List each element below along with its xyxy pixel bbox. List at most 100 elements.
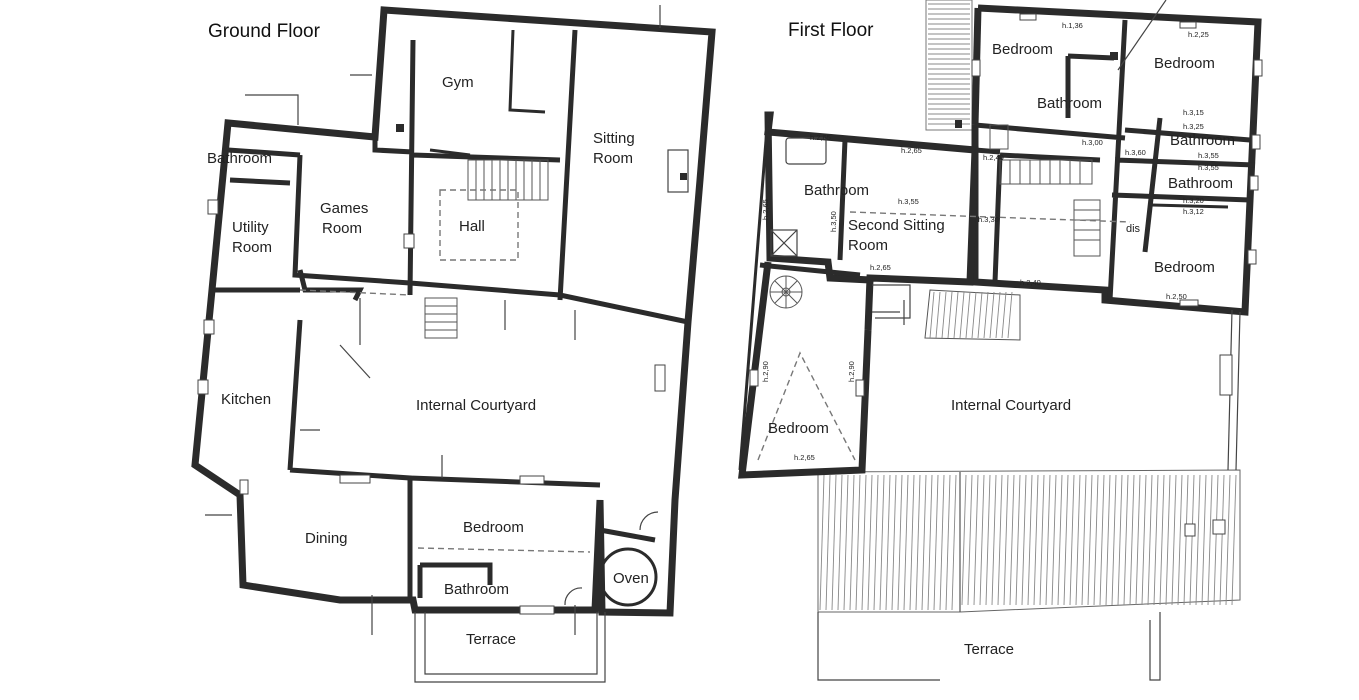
dis-label: dis xyxy=(1126,223,1141,235)
first-floor-plan: First Floor Bedroom Bathroom Bedroom Bat… xyxy=(738,0,1263,681)
second-sitting-room-label-2: Room xyxy=(848,237,888,254)
first-diagonal-mark xyxy=(1117,0,1167,71)
roof-tile-line xyxy=(1087,474,1093,606)
bathtub xyxy=(785,137,827,165)
roof-tile-line xyxy=(1177,474,1183,606)
roof-tile-line xyxy=(927,474,933,611)
ground-chimney xyxy=(396,124,404,132)
ground-inner-walls xyxy=(212,29,689,600)
oven-label: Oven xyxy=(613,570,649,587)
first-floor-title: First Floor xyxy=(788,20,874,41)
ground-windows xyxy=(197,199,666,615)
roof-tile-line xyxy=(1159,474,1165,606)
roof-tile-line xyxy=(1051,474,1057,606)
roof-tile-line xyxy=(1129,474,1135,606)
roof-tile-line xyxy=(873,474,879,611)
courtyard-staircase xyxy=(339,297,458,379)
stair-step xyxy=(971,291,977,339)
first-bedroom-block-wall xyxy=(738,261,872,479)
hall-wall-stub xyxy=(429,148,471,157)
height-note: h.2,50 xyxy=(1166,292,1187,301)
roof-tile-line xyxy=(897,474,903,611)
first-chimney xyxy=(955,120,962,128)
height-note: h.3,50 xyxy=(829,211,838,232)
ground-floor-plan: Ground Floor Gym Sitting Room Bathroom U… xyxy=(191,5,716,683)
roof-tile-line xyxy=(819,474,825,611)
height-note: h.3,60 xyxy=(1125,148,1146,157)
height-note: h.3,55 xyxy=(1198,151,1219,160)
top-external-stair xyxy=(925,0,973,131)
first-internal-staircase xyxy=(849,124,1131,257)
first-courtyard-label: Internal Courtyard xyxy=(951,397,1071,414)
roof-tile-line xyxy=(973,474,979,606)
ground-small-bathroom-label: Bathroom xyxy=(444,581,509,598)
height-note: h.2,25 xyxy=(1188,30,1209,39)
roof-tile-line xyxy=(951,474,957,611)
roof-tile-line xyxy=(855,474,861,611)
height-note: h.2,65 xyxy=(761,199,770,220)
shower-cross xyxy=(770,229,798,257)
first-flue xyxy=(1110,52,1118,60)
roof-tile-line xyxy=(979,474,985,606)
roof-tile-line xyxy=(1111,474,1117,606)
middle-external-stair xyxy=(924,289,1021,341)
roof-tile-line xyxy=(1195,474,1201,606)
oven-circle xyxy=(598,547,658,607)
second-sitting-room-label-1: Second Sitting xyxy=(848,217,945,234)
roof-tile-line xyxy=(1123,474,1129,606)
first-bedroom-3-label: Bedroom xyxy=(1154,259,1215,276)
height-note: h.2,40 xyxy=(1020,278,1041,287)
roof-tile-line xyxy=(903,474,909,611)
roof-tile-line xyxy=(1099,474,1105,606)
first-bedroom-1-label: Bedroom xyxy=(992,41,1053,58)
landing-arrows xyxy=(872,300,905,325)
small-bathroom-wall xyxy=(417,562,493,598)
roof-tile-line xyxy=(1207,474,1213,606)
first-bedroom-left-label: Bedroom xyxy=(768,420,829,437)
gym-inner-wall xyxy=(508,29,546,114)
height-note: h.2,65 xyxy=(870,263,891,272)
roof-tile-line xyxy=(1003,474,1009,606)
roof-tile-line xyxy=(891,474,897,611)
utility-room-label-2: Room xyxy=(232,239,272,256)
dining-label: Dining xyxy=(305,530,348,547)
first-bathroom1-wall xyxy=(1065,53,1115,118)
roof-tile-line xyxy=(1219,474,1225,606)
roof-tile-line xyxy=(991,474,997,606)
sitting-room-label-2: Room xyxy=(593,150,633,167)
first-windows xyxy=(749,13,1263,397)
roof-tile-line xyxy=(1021,474,1027,606)
height-note: h.2,65 xyxy=(901,146,922,155)
bedroom-vault-dash xyxy=(757,351,856,461)
sitting-fireplace-mark xyxy=(680,173,687,180)
roof-tile-line xyxy=(1141,474,1147,606)
bedroom-dash xyxy=(417,547,591,553)
height-note: h.3,00 xyxy=(1082,138,1103,147)
games-room-label-1: Games xyxy=(320,200,368,217)
roof-tile-line xyxy=(1213,474,1219,606)
roof-tile-line xyxy=(1009,474,1015,606)
roof-tile-line xyxy=(1093,474,1099,606)
roof-tile-line xyxy=(909,474,915,611)
ground-floor-title: Ground Floor xyxy=(208,21,321,42)
roof-tile-line xyxy=(997,474,1003,606)
first-bathroom-stack-lower xyxy=(1151,203,1229,209)
roof-tile-line xyxy=(967,474,973,606)
sitting-room-label-1: Sitting xyxy=(593,130,635,147)
roof-tile-line xyxy=(1231,474,1237,606)
hall-label: Hall xyxy=(459,218,485,235)
stair-step xyxy=(995,291,1001,339)
roof-tile-line xyxy=(861,474,867,611)
roof-tile-line xyxy=(1189,474,1195,606)
stair-step xyxy=(977,291,983,339)
stair-step xyxy=(983,291,989,339)
first-bedroom-2-label: Bedroom xyxy=(1154,55,1215,72)
stair-step xyxy=(1001,291,1007,339)
stair-step xyxy=(989,291,995,339)
stair-step xyxy=(941,291,947,339)
roof-tile-line xyxy=(985,474,991,606)
height-note: h.3,15 xyxy=(1183,108,1204,117)
ground-bedroom-label: Bedroom xyxy=(463,519,524,536)
first-right-block-wall xyxy=(971,4,1262,316)
roof-tile-line xyxy=(921,474,927,611)
